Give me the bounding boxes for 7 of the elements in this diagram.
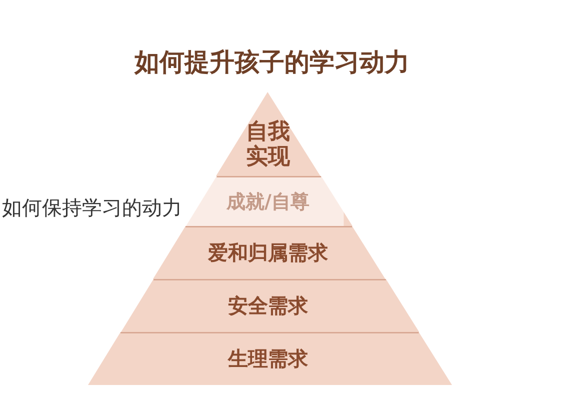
tier-label: 爱和归属需求 — [208, 242, 328, 264]
tier-label: 安全需求 — [228, 294, 308, 318]
tier-label: 成就/自尊 — [226, 192, 310, 214]
overlay-title: 如何保持学习的动力 — [2, 194, 182, 222]
title: 如何提升孩子的学习动力 — [134, 46, 410, 78]
tier-label: 生理需求 — [228, 348, 308, 370]
tier-label: 自我实现 — [244, 120, 291, 170]
